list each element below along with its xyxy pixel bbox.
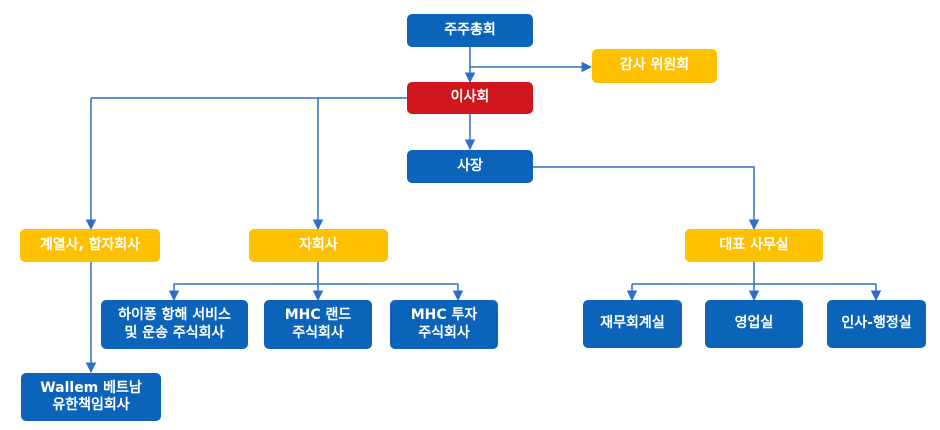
- dept-hr-admin-label: 인사-행정실: [841, 315, 912, 332]
- president-box[interactable]: 사장: [407, 150, 533, 183]
- dept-finance-label: 재무회계실: [600, 315, 665, 332]
- ceo-office-label: 대표 사무실: [719, 236, 789, 253]
- board-label: 이사회: [450, 89, 490, 106]
- subsidiary-hai-phong-box[interactable]: 하이퐁 항해 서비스 및 운송 주식회사: [101, 300, 248, 349]
- board-box[interactable]: 이사회: [407, 82, 533, 114]
- audit-committee-box[interactable]: 감사 위원회: [592, 49, 717, 83]
- dept-finance-box[interactable]: 재무회계실: [583, 300, 682, 348]
- dept-hr-admin-box[interactable]: 인사-행정실: [827, 300, 926, 348]
- audit-committee-label: 감사 위원회: [619, 57, 690, 74]
- affiliates-box[interactable]: 계열사, 합자회사: [20, 229, 160, 262]
- subsidiary-mhc-invest-box[interactable]: MHC 투자 주식회사: [390, 300, 498, 349]
- shareholders-box[interactable]: 주주총회: [407, 14, 533, 47]
- line-president-ceo-office: [533, 166, 760, 231]
- subsidiary-mhc-invest-line2: 주식회사: [418, 324, 470, 341]
- affiliate-wallem-line1: Wallem 베트남: [40, 379, 142, 396]
- subsidiary-hai-phong-line1: 하이퐁 항해 서비스: [118, 307, 231, 323]
- ceo-office-box[interactable]: 대표 사무실: [685, 229, 823, 262]
- affiliates-label: 계열사, 합자회사: [39, 236, 141, 253]
- subsidiary-hai-phong-line2: 및 운송 주식회사: [124, 324, 225, 341]
- affiliate-wallem-line2: 유한책임회사: [52, 397, 130, 413]
- dept-sales-box[interactable]: 영업실: [705, 300, 803, 348]
- dept-sales-label: 영업실: [734, 315, 774, 332]
- affiliate-wallem-box[interactable]: Wallem 베트남 유한책임회사: [21, 373, 161, 421]
- subsidiaries-box[interactable]: 자회사: [249, 229, 388, 262]
- president-label: 사장: [457, 157, 483, 174]
- shareholders-label: 주주총회: [444, 21, 496, 38]
- subsidiary-mhc-invest-line1: MHC 투자: [410, 307, 478, 323]
- subsidiary-mhc-land-line2: 주식회사: [292, 324, 344, 341]
- subsidiary-mhc-land-box[interactable]: MHC 랜드 주식회사: [264, 300, 372, 349]
- subsidiaries-label: 자회사: [299, 236, 338, 253]
- subsidiary-mhc-land-line1: MHC 랜드: [284, 307, 352, 323]
